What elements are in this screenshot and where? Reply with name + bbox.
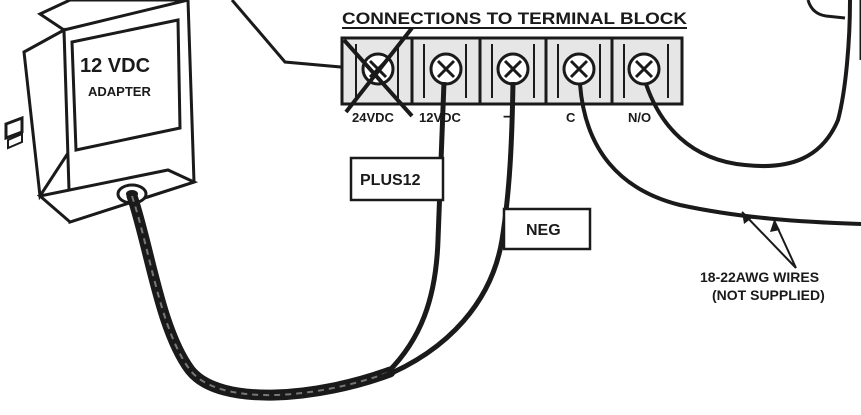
screw-normally-open [627,52,661,86]
tag-neg-label: NEG [526,222,561,239]
wire-negative [379,81,516,381]
terminal-label-negative: − [503,109,512,126]
terminal-label-common: C [566,110,576,125]
tag-neg [502,207,592,251]
screw-12vdc [429,52,463,86]
tag-plus12 [349,156,445,202]
wire-positive [386,81,447,374]
adapter-label-panel [70,18,182,152]
terminal-label-normally-open: N/O [628,110,651,125]
cross-out-24vdc [342,26,414,118]
wires-note-line2: (NOT SUPPLIED) [712,287,825,303]
pointer-line [230,0,353,70]
screw-common [562,52,596,86]
adapter-type-label: ADAPTER [88,84,151,99]
wire-normally-open [644,0,852,168]
adapter-voltage-label: 12 VDC [80,55,150,77]
top-right-wire [806,0,846,20]
diagram-title: CONNECTIONS TO TERMINAL BLOCK [342,10,687,28]
power-adapter [4,0,199,225]
terminal-label-24vdc: 24VDC [352,110,395,125]
wire-common [578,83,861,226]
tag-plus12-label: PLUS12 [360,172,421,189]
screw-negative [496,52,530,86]
adapter-cable [126,190,396,401]
wires-note-line1: 18-22AWG WIRES [700,269,819,285]
